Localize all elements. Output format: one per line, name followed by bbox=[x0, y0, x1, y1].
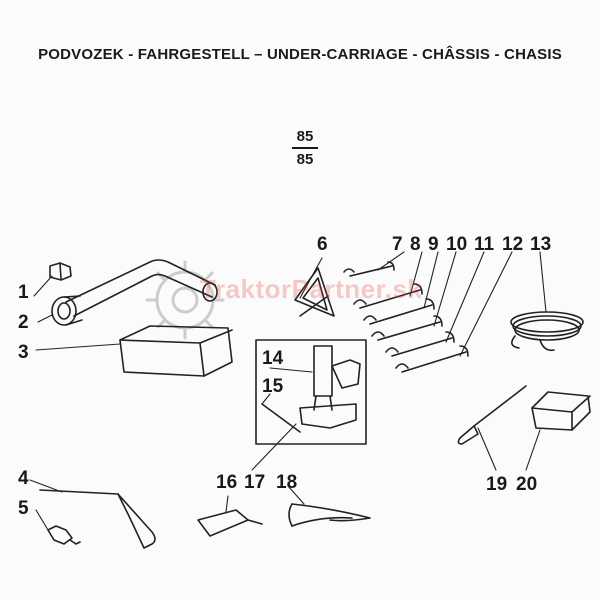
part-17-jack-kit-frame bbox=[255, 339, 367, 445]
callout-19: 19 bbox=[486, 474, 508, 495]
part-15-jack-handle bbox=[261, 403, 301, 433]
callout-12: 12 bbox=[502, 234, 524, 255]
part-4-tool bbox=[39, 489, 156, 549]
part-12-wrench bbox=[395, 345, 469, 373]
callout-10: 10 bbox=[446, 234, 468, 255]
part-18-pliers bbox=[288, 503, 371, 527]
callout-11: 11 bbox=[474, 234, 495, 255]
part-14-jack bbox=[299, 345, 361, 429]
callout-17: 17 bbox=[244, 472, 266, 493]
callout-1: 1 bbox=[18, 282, 29, 303]
reference-numerator: 85 bbox=[296, 128, 314, 145]
diagram-title: PODVOZEK - FAHRGESTELL – UNDER-CARRIAGE … bbox=[38, 46, 562, 63]
callout-16: 16 bbox=[216, 472, 238, 493]
part-3-toolbox bbox=[119, 325, 233, 377]
part-8-wrench bbox=[353, 283, 423, 309]
part-20-kit-case bbox=[531, 391, 591, 431]
watermark-text: TraktorPartner.sk bbox=[200, 274, 423, 304]
part-13-tow-cable bbox=[510, 311, 584, 352]
leader-lines bbox=[29, 251, 547, 531]
callout-4: 4 bbox=[18, 468, 29, 489]
part-2-wheel-wrench bbox=[51, 259, 218, 326]
reference-denominator: 85 bbox=[296, 151, 314, 168]
part-5-valve bbox=[47, 525, 81, 545]
reference-fraction: 85 85 bbox=[270, 128, 340, 168]
part-11-wrench bbox=[385, 331, 455, 357]
callout-5: 5 bbox=[18, 498, 29, 519]
callout-20: 20 bbox=[516, 474, 538, 495]
part-1-socket bbox=[49, 262, 72, 281]
callout-18: 18 bbox=[276, 472, 298, 493]
callout-2: 2 bbox=[18, 312, 29, 333]
part-10-wrench bbox=[371, 315, 443, 341]
callout-9: 9 bbox=[428, 234, 439, 255]
callout-6: 6 bbox=[317, 234, 328, 255]
part-16-grease-gun bbox=[197, 509, 263, 537]
callout-15: 15 bbox=[262, 376, 284, 397]
callout-13: 13 bbox=[530, 234, 552, 255]
callout-7: 7 bbox=[392, 234, 403, 255]
fraction-bar bbox=[292, 147, 318, 149]
callout-14: 14 bbox=[262, 348, 284, 369]
part-9-wrench bbox=[363, 298, 435, 325]
part-19-screwdriver bbox=[457, 385, 527, 445]
callout-3: 3 bbox=[18, 342, 29, 363]
callout-8: 8 bbox=[410, 234, 421, 255]
part-6-warning-triangle bbox=[294, 267, 335, 317]
